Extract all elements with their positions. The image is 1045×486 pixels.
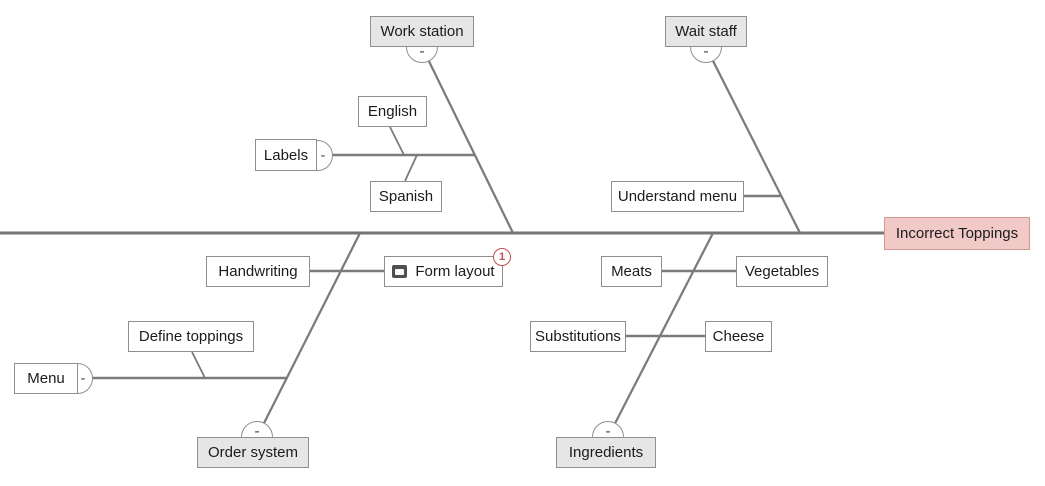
cause-label: Vegetables (744, 263, 820, 280)
cause-box-substitutions[interactable]: Substitutions (530, 321, 626, 352)
cause-label: Meats (611, 263, 652, 280)
minus-icon: - (419, 43, 425, 60)
effect-box-incorrect-toppings[interactable]: Incorrect Toppings (884, 217, 1030, 250)
cause-box-cheese[interactable]: Cheese (705, 321, 772, 352)
cause-label: Substitutions (535, 328, 621, 345)
cause-box-vegetables[interactable]: Vegetables (736, 256, 828, 287)
minus-icon: - (254, 423, 260, 440)
subcause-line-spanish[interactable] (404, 154, 418, 182)
category-label: Order system (207, 444, 298, 461)
cause-label: Labels (263, 146, 309, 164)
cause-box-english[interactable]: English (358, 96, 427, 127)
effect-label: Incorrect Toppings (895, 225, 1019, 242)
branch-order-system[interactable] (255, 232, 362, 438)
subcause-line-define-toppings[interactable] (191, 351, 206, 379)
subcause-line-english[interactable] (389, 126, 405, 156)
minus-icon: - (703, 43, 709, 60)
cause-box-menu[interactable]: Menu (14, 363, 78, 394)
category-label: Ingredients (568, 444, 644, 461)
category-box-ingredients[interactable]: Ingredients (556, 437, 656, 468)
cause-box-understand-menu[interactable]: Understand menu (611, 181, 744, 212)
cause-label: Understand menu (617, 188, 738, 205)
minus-icon: - (80, 370, 86, 387)
cause-label: Form layout (415, 263, 495, 280)
category-label: Work station (380, 23, 464, 40)
comment-count-badge[interactable]: 1 (493, 248, 511, 266)
cause-label: Spanish (378, 188, 434, 205)
minus-icon: - (320, 147, 326, 164)
cause-label: Define toppings (138, 328, 244, 345)
minus-icon: - (605, 423, 611, 440)
cause-box-form-layout[interactable]: Form layout 1 (384, 248, 511, 287)
cause-label: English (367, 103, 418, 120)
cause-box-spanish[interactable]: Spanish (370, 181, 442, 212)
cause-box-define-toppings[interactable]: Define toppings (128, 321, 254, 352)
cause-label: Cheese (712, 328, 765, 345)
cause-label: Menu (27, 370, 65, 387)
branch-work-station[interactable] (420, 46, 515, 234)
cause-box-labels[interactable]: Labels (255, 139, 317, 171)
cause-label: Handwriting (218, 263, 298, 280)
cause-box-meats[interactable]: Meats (601, 256, 662, 287)
cause-box-handwriting[interactable]: Handwriting (206, 256, 310, 287)
category-label: Wait staff (675, 23, 737, 40)
category-box-order-system[interactable]: Order system (197, 437, 309, 468)
category-box-wait-staff[interactable]: Wait staff (665, 16, 747, 47)
category-box-work-station[interactable]: Work station (370, 16, 474, 47)
comment-icon (392, 265, 408, 278)
branch-wait-staff[interactable] (704, 46, 802, 234)
